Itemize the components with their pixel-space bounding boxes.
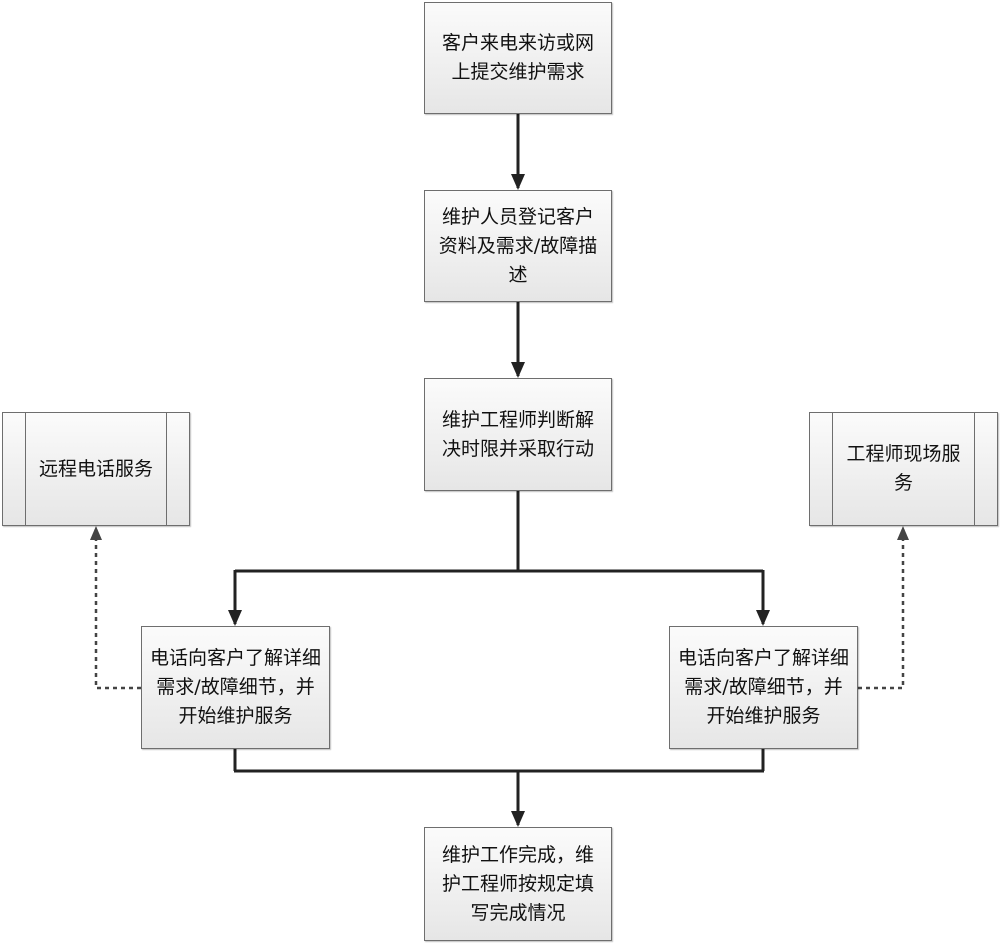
node-onsite-service: 工程师现场服务 (809, 412, 998, 526)
node-remote-service-text: 远程电话服务 (38, 457, 153, 480)
node-call-right: 电话向客户了解详细需求/故障细节，并开始维护服务 (669, 626, 858, 749)
node-call-left-text: 电话向客户了解详细需求/故障细节，并开始维护服务 (150, 647, 322, 727)
node-complete-text: 维护工作完成，维护工程师按规定填写完成情况 (441, 843, 594, 924)
connector-call-right-onsite (858, 526, 909, 690)
node-call-right-text: 电话向客户了解详细需求/故障细节，并开始维护服务 (678, 647, 850, 727)
node-judge: 维护工程师判断解决时限并采取行动 (424, 378, 612, 491)
node-request: 客户来电来访或网上提交维护需求 (424, 2, 612, 114)
connector-call-left-remote (90, 526, 141, 690)
node-remote-service: 远程电话服务 (2, 412, 190, 526)
node-complete: 维护工作完成，维护工程师按规定填写完成情况 (424, 827, 612, 941)
node-onsite-service-text: 工程师现场服务 (846, 443, 961, 494)
node-register-text: 维护人员登记客户资料及需求/故障描述 (438, 205, 598, 286)
node-judge-text: 维护工程师判断解决时限并采取行动 (441, 408, 594, 460)
node-request-text: 客户来电来访或网上提交维护需求 (441, 32, 594, 83)
node-register: 维护人员登记客户资料及需求/故障描述 (424, 190, 612, 302)
node-call-left: 电话向客户了解详细需求/故障细节，并开始维护服务 (141, 626, 330, 749)
